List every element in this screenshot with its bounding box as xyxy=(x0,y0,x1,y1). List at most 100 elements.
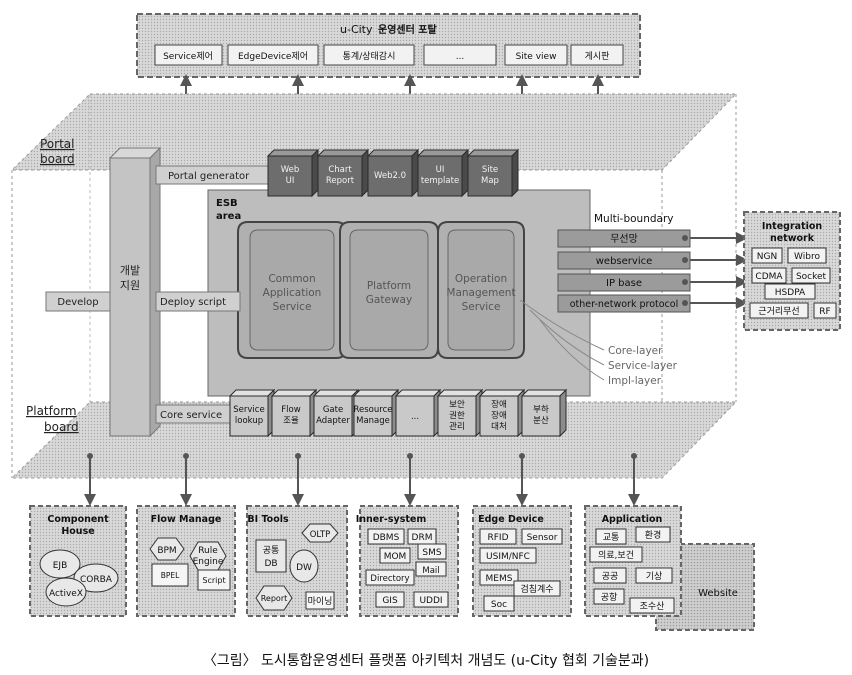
bottom-arrows xyxy=(84,453,640,506)
edge-soc: Soc xyxy=(491,600,507,610)
dev-support-line2: 지원 xyxy=(120,279,140,292)
service-layer-label: Service-layer xyxy=(608,360,678,372)
esb-label-2: area xyxy=(216,211,241,222)
portal-cube-site-map-line1: Site xyxy=(482,165,498,175)
inner-uddi: UDDI xyxy=(419,596,442,606)
flow-bpm: BPM xyxy=(157,546,176,556)
portal-cube-web-ui: Web UI xyxy=(266,148,320,198)
arm-deploy-script: Deploy script xyxy=(155,291,241,312)
portal-title-prefix: u-City xyxy=(340,23,373,36)
inner-drm: DRM xyxy=(412,533,433,543)
esb-panel-common-line1: Common xyxy=(268,273,315,285)
core-cube-2-line2: 조율 xyxy=(283,416,299,426)
core-cube-3-line1: Gate xyxy=(323,405,343,415)
platform-board-label-2: board xyxy=(44,420,79,434)
portal-item-edge-device-control[interactable]: EdgeDevice제어 xyxy=(238,51,308,62)
core-cube-resource-manage: Resource Manage xyxy=(352,388,400,438)
layer-labels: Core-layer Service-layer Impl-layer xyxy=(519,299,678,387)
core-cube-gate-adapter: Gate Adapter xyxy=(312,388,360,438)
core-cube-8-line1: 부하 xyxy=(533,404,549,415)
inner-directory: Directory xyxy=(370,574,409,584)
esb-panel-common-line3: Service xyxy=(273,301,312,313)
app-weather: 기상 xyxy=(646,571,663,582)
bi-title: BI Tools xyxy=(247,514,289,525)
portal-cube-web20-line1: Web2.0 xyxy=(374,171,406,181)
core-cube-fault: 장애 장애 대처 xyxy=(478,388,526,438)
arm-portal-generator: Portal generator xyxy=(155,165,269,185)
component-corba: CORBA xyxy=(80,575,113,585)
component-activex: ActiveX xyxy=(49,589,83,599)
box-component-house: Component House EJB CORBA ActiveX xyxy=(29,505,127,617)
flow-engine: Engine xyxy=(193,557,224,567)
esb-panel-common: Common Application Service xyxy=(237,221,347,359)
edge-sensor: Sensor xyxy=(527,533,558,543)
esb-panel-gateway-line1: Platform xyxy=(367,280,411,292)
flow-bpel: BPEL xyxy=(161,571,180,580)
portal-item-board[interactable]: 게시판 xyxy=(585,51,610,62)
core-cube-load-balance: 부하 분산 xyxy=(520,388,568,438)
edge-rfid: RFID xyxy=(487,533,508,543)
portal-cube-web20: Web2.0 xyxy=(366,148,420,198)
bi-oltp: OLTP xyxy=(310,530,331,540)
core-cube-4-line1: Resource xyxy=(354,405,393,415)
multi-boundary-title: Multi-boundary xyxy=(594,213,673,225)
dev-support-line1: 개발 xyxy=(120,264,140,277)
top-portal-panel: u-City 운영센터 포탈 Service제어 EdgeDevice제어 통계… xyxy=(136,13,641,78)
portal-item-site-view[interactable]: Site view xyxy=(516,52,557,62)
multi-boundary: Multi-boundary 무선망 webservice IP base ot… xyxy=(557,213,691,313)
portal-cube-ui-template: UI template xyxy=(416,148,470,198)
bi-common: 공통 xyxy=(263,545,280,556)
inner-mail: Mail xyxy=(422,566,439,576)
app-public: 공공 xyxy=(602,571,619,582)
core-cube-8-line2: 분산 xyxy=(533,415,549,426)
esb-panel-operation-line3: Service xyxy=(462,301,501,313)
esb-panel-operation: Operation Management Service xyxy=(437,221,525,359)
develop-label: Develop xyxy=(57,297,98,308)
inner-dbms: DBMS xyxy=(373,533,400,543)
portal-cube-site-map: Site Map xyxy=(466,148,520,198)
boundary-arrows xyxy=(690,232,748,309)
box-edge-device: Edge Device RFID Sensor USIM/NFC MEMS 검침… xyxy=(472,505,572,617)
edge-meter: 검침계수 xyxy=(520,583,553,595)
flow-rule: Rule xyxy=(198,546,218,556)
integration-title-1: Integration xyxy=(762,221,823,232)
bi-report: Report xyxy=(261,594,288,603)
core-cube-service-lookup: Service lookup xyxy=(228,388,276,438)
edge-usim-nfc: USIM/NFC xyxy=(486,552,530,562)
inner-sms: SMS xyxy=(422,548,441,558)
edge-title: Edge Device xyxy=(478,514,544,525)
develop-bar: Develop xyxy=(45,291,111,312)
esb-label-1: ESB xyxy=(216,198,238,209)
portal-generator-label: Portal generator xyxy=(168,171,250,182)
component-title-1: Component xyxy=(47,514,109,525)
box-bi-tools: BI Tools OLTP 공통 DB DW Report 마이닝 xyxy=(246,505,348,617)
inner-title: Inner-system xyxy=(356,514,427,525)
core-cube-6-line3: 관리 xyxy=(449,421,465,432)
bi-mining: 마이닝 xyxy=(308,596,333,607)
esb-panel-gateway-line2: Gateway xyxy=(366,294,412,306)
edge-mems: MEMS xyxy=(486,574,513,584)
portal-cube-web-ui-line1: Web xyxy=(281,165,300,175)
component-title-2: House xyxy=(61,526,94,537)
portal-item-more[interactable]: ... xyxy=(456,52,465,62)
integration-title-2: network xyxy=(770,233,815,244)
portal-cube-web-ui-line2: UI xyxy=(286,176,295,186)
portal-item-service-control[interactable]: Service제어 xyxy=(163,51,213,62)
app-medical: 의료,보건 xyxy=(598,550,634,561)
figure-caption: 〈그림〉 도시통합운영센터 플랫폼 아키텍처 개념도 (u-City 협회 기술… xyxy=(202,653,650,669)
core-cube-2-line1: Flow xyxy=(281,405,300,415)
portal-cube-ui-template-line2: template xyxy=(421,176,459,186)
app-environment: 환경 xyxy=(645,529,662,541)
portal-item-statistics-monitoring[interactable]: 통계/상태감시 xyxy=(343,50,396,62)
core-layer-label: Core-layer xyxy=(608,345,663,357)
core-cube-6-line2: 권한 xyxy=(449,410,465,421)
core-cube-1-line1: Service xyxy=(233,405,264,415)
integration-ngn: NGN xyxy=(757,252,777,262)
component-ejb: EJB xyxy=(53,561,68,571)
arm-core-service: Core service xyxy=(155,404,231,424)
integration-wibro: Wibro xyxy=(794,252,820,262)
esb-panel-operation-line1: Operation xyxy=(455,273,507,285)
integration-near-field: 근거리무선 xyxy=(758,306,799,317)
bi-db: DB xyxy=(264,559,277,569)
box-inner-system: Inner-system DBMS DRM MOM SMS Mail Direc… xyxy=(356,505,459,617)
